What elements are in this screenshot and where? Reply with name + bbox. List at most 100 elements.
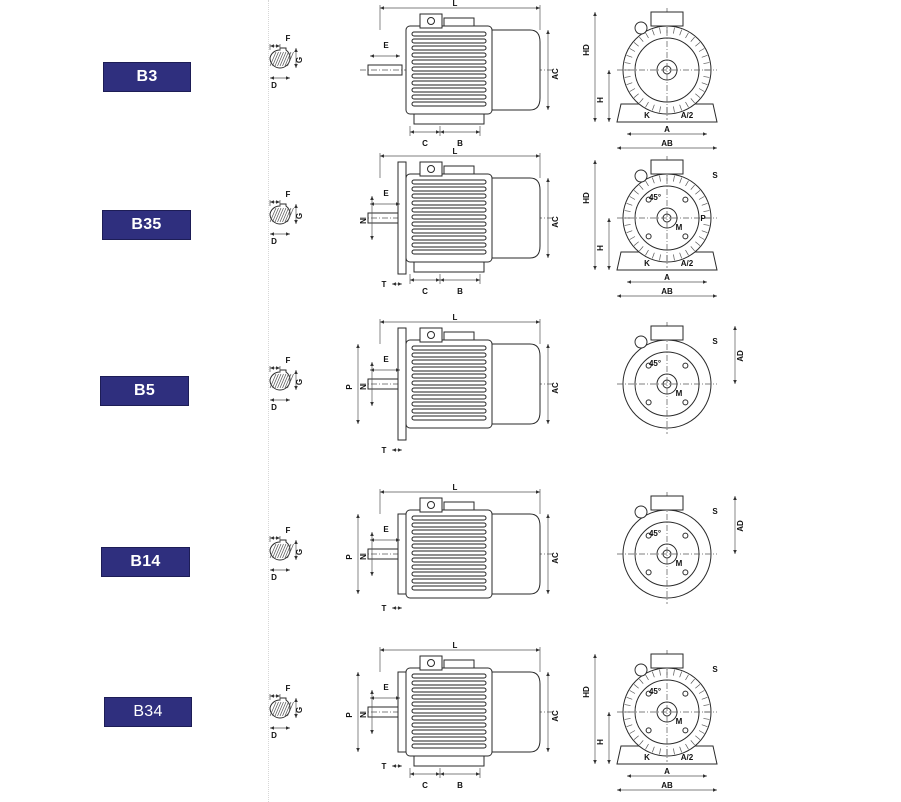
housing-rib <box>690 98 695 104</box>
hatch-line <box>287 373 294 389</box>
hatch-line <box>284 207 292 223</box>
housing-rib <box>633 93 639 98</box>
label-angle: 45° <box>649 529 661 538</box>
shaft-key-section: FGD <box>269 684 304 740</box>
cooling-fin <box>411 673 487 679</box>
hatch-line <box>287 51 294 67</box>
label-h: H <box>596 97 605 103</box>
hatch-line <box>274 373 282 389</box>
housing-rib <box>698 730 705 734</box>
housing-rib <box>703 76 710 78</box>
mounting-type-badge: B3 <box>103 62 191 92</box>
hatch-line <box>279 207 287 223</box>
housing-rib <box>633 735 639 740</box>
housing-rib <box>685 101 689 108</box>
housing-rib <box>701 696 708 700</box>
housing-rib <box>624 76 631 78</box>
label-hd: HD <box>582 192 591 204</box>
housing-rib <box>626 82 633 86</box>
housing-rib <box>701 724 708 728</box>
housing-rib <box>659 175 661 182</box>
label-k: K <box>644 753 650 762</box>
housing-rib <box>673 27 675 34</box>
label-ab: AB <box>661 781 673 790</box>
housing-rib <box>679 29 683 36</box>
cable-gland <box>427 17 435 25</box>
label-m: M <box>676 223 683 232</box>
housing-rib <box>679 177 683 184</box>
shaft-profile <box>269 369 291 391</box>
motor-flange <box>397 327 407 441</box>
label-d: D <box>271 731 277 740</box>
label-angle: 45° <box>649 359 661 368</box>
housing-rib <box>673 669 675 676</box>
label-n: N <box>359 384 368 390</box>
shaft-key-section: FGD <box>269 190 304 246</box>
cooling-fin <box>411 207 487 213</box>
terminal-lid <box>443 659 475 669</box>
lifting-eye <box>634 335 648 349</box>
mounting-type-badge: B34 <box>104 697 192 727</box>
housing-rib <box>701 82 708 86</box>
cooling-fin <box>411 193 487 199</box>
fan-cover <box>491 29 541 111</box>
housing-rib <box>690 184 695 190</box>
hatch-line <box>277 373 284 389</box>
shaft-profile <box>269 539 291 561</box>
housing-rib <box>685 249 689 256</box>
cooling-fin <box>411 536 487 542</box>
housing-rib <box>659 106 661 113</box>
cooling-fin <box>411 94 487 100</box>
cooling-fin <box>411 52 487 58</box>
housing-rib <box>639 98 644 104</box>
housing-rib <box>659 748 661 755</box>
label-l: L <box>453 147 458 156</box>
hatch-line <box>274 543 282 559</box>
housing-rib <box>698 48 705 52</box>
housing-rib <box>626 230 633 234</box>
label-c: C <box>422 781 428 790</box>
housing-rib <box>645 32 649 39</box>
cooling-fin <box>411 179 487 185</box>
label-ac: AC <box>551 710 560 722</box>
bolt-hole <box>682 569 689 576</box>
terminal-box <box>419 327 443 343</box>
housing-rib <box>703 210 710 212</box>
label-p: P <box>345 384 354 390</box>
terminal-lid <box>443 17 475 27</box>
hatch-line <box>269 51 277 67</box>
cooling-fin <box>411 352 487 358</box>
hatch-line <box>274 207 282 223</box>
housing-rib <box>633 190 639 195</box>
terminal-lid <box>443 331 475 341</box>
label-angle: 45° <box>649 193 661 202</box>
cooling-fin <box>411 722 487 728</box>
hatch-line <box>279 543 287 559</box>
label-t: T <box>382 604 387 613</box>
housing-rib <box>698 690 705 694</box>
label-ac: AC <box>551 552 560 564</box>
front-terminal-box <box>650 495 684 511</box>
column-divider <box>268 0 270 802</box>
housing-rib <box>690 678 695 684</box>
cooling-fin <box>411 522 487 528</box>
hatch-line <box>274 51 282 67</box>
cooling-fin <box>411 401 487 407</box>
housing-rib <box>695 190 701 195</box>
front-terminal-box <box>650 653 684 669</box>
housing-rib <box>629 48 636 52</box>
housing-rib <box>645 743 649 750</box>
motor-feet <box>413 261 485 273</box>
housing-rib <box>626 54 633 58</box>
housing-rib <box>695 42 701 47</box>
label-b: B <box>457 287 463 296</box>
label-ac: AC <box>551 382 560 394</box>
bolt-hole <box>645 196 652 203</box>
bolt-hole <box>682 690 689 697</box>
housing-rib <box>624 224 631 226</box>
label-b: B <box>457 781 463 790</box>
fan-cover <box>491 343 541 425</box>
housing-rib <box>645 180 649 187</box>
